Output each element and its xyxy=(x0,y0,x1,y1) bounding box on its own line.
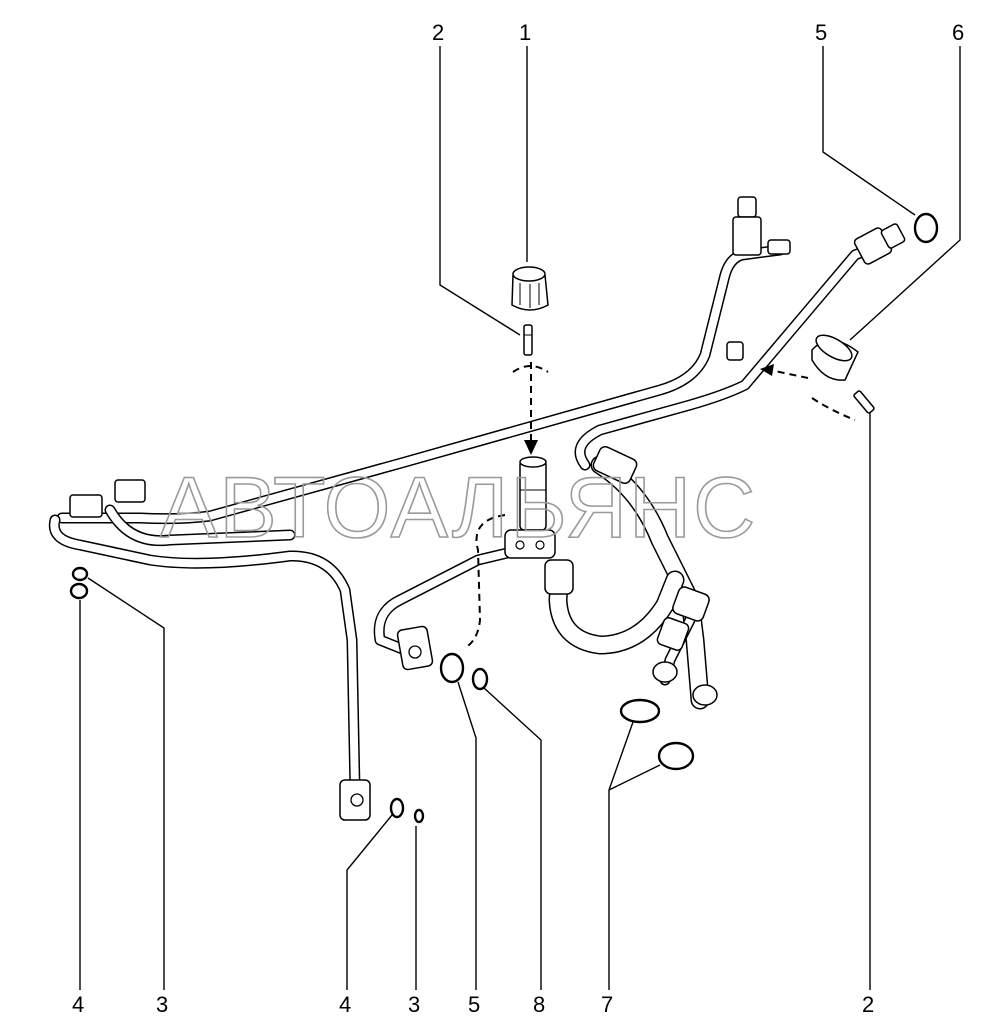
callout-bottom-2: 2 xyxy=(862,992,874,1017)
o-rings xyxy=(69,212,939,824)
o-ring-3-left xyxy=(71,566,89,582)
watermark: АВТОАЛЬЯНС xyxy=(160,460,757,556)
o-ring-7-b xyxy=(657,741,695,771)
hose-ferrule-upper xyxy=(592,445,638,485)
left-block-fitting xyxy=(69,479,146,518)
right-pipe-fitting xyxy=(853,223,906,265)
service-valve-cap-left xyxy=(511,266,549,311)
callout-bottom-4b: 4 xyxy=(339,992,351,1017)
o-ring-5-mid xyxy=(439,652,465,684)
receiver-drier xyxy=(504,456,556,559)
callout-bottom-7: 7 xyxy=(601,992,613,1017)
callouts-bottom: 4 3 4 3 5 8 7 2 xyxy=(72,992,874,1017)
callout-top-5: 5 xyxy=(815,20,827,45)
valve-core-left xyxy=(523,324,533,356)
rear-pipe xyxy=(104,504,296,547)
callout-top-1: 1 xyxy=(519,20,531,45)
pipe-end-fitting xyxy=(396,625,434,671)
o-ring-7-a xyxy=(619,698,661,724)
service-valve-cap-right xyxy=(811,334,859,381)
installation-arrows xyxy=(464,362,856,649)
callout-bottom-4a: 4 xyxy=(72,992,84,1017)
o-ring-8 xyxy=(471,667,489,691)
small-port-fitting xyxy=(726,341,744,361)
callout-bottom-8: 8 xyxy=(533,992,545,1017)
o-ring-4-low xyxy=(389,797,405,819)
o-ring-3-low xyxy=(413,808,425,824)
hose-ferrule-lower xyxy=(544,559,710,651)
upper-pipe xyxy=(56,244,786,525)
o-ring-5-top xyxy=(913,212,939,244)
callout-top-2: 2 xyxy=(432,20,444,45)
leader-lines xyxy=(79,46,961,990)
hose-end-nuts xyxy=(652,661,718,706)
callout-bottom-3b: 3 xyxy=(408,992,420,1017)
o-ring-4-left xyxy=(69,582,89,600)
discharge-hose xyxy=(548,560,685,655)
callout-top-6: 6 xyxy=(952,20,964,45)
right-pipe xyxy=(574,239,886,471)
callouts-top: 2 1 5 6 xyxy=(432,20,964,45)
callout-bottom-5: 5 xyxy=(468,992,480,1017)
callout-bottom-3a: 3 xyxy=(156,992,168,1017)
pressure-switch-top xyxy=(732,196,791,256)
left-long-pipe xyxy=(48,514,361,796)
valve-core-right xyxy=(853,390,875,414)
receiver-pipe xyxy=(373,544,526,656)
lower-block-fitting xyxy=(339,779,371,821)
